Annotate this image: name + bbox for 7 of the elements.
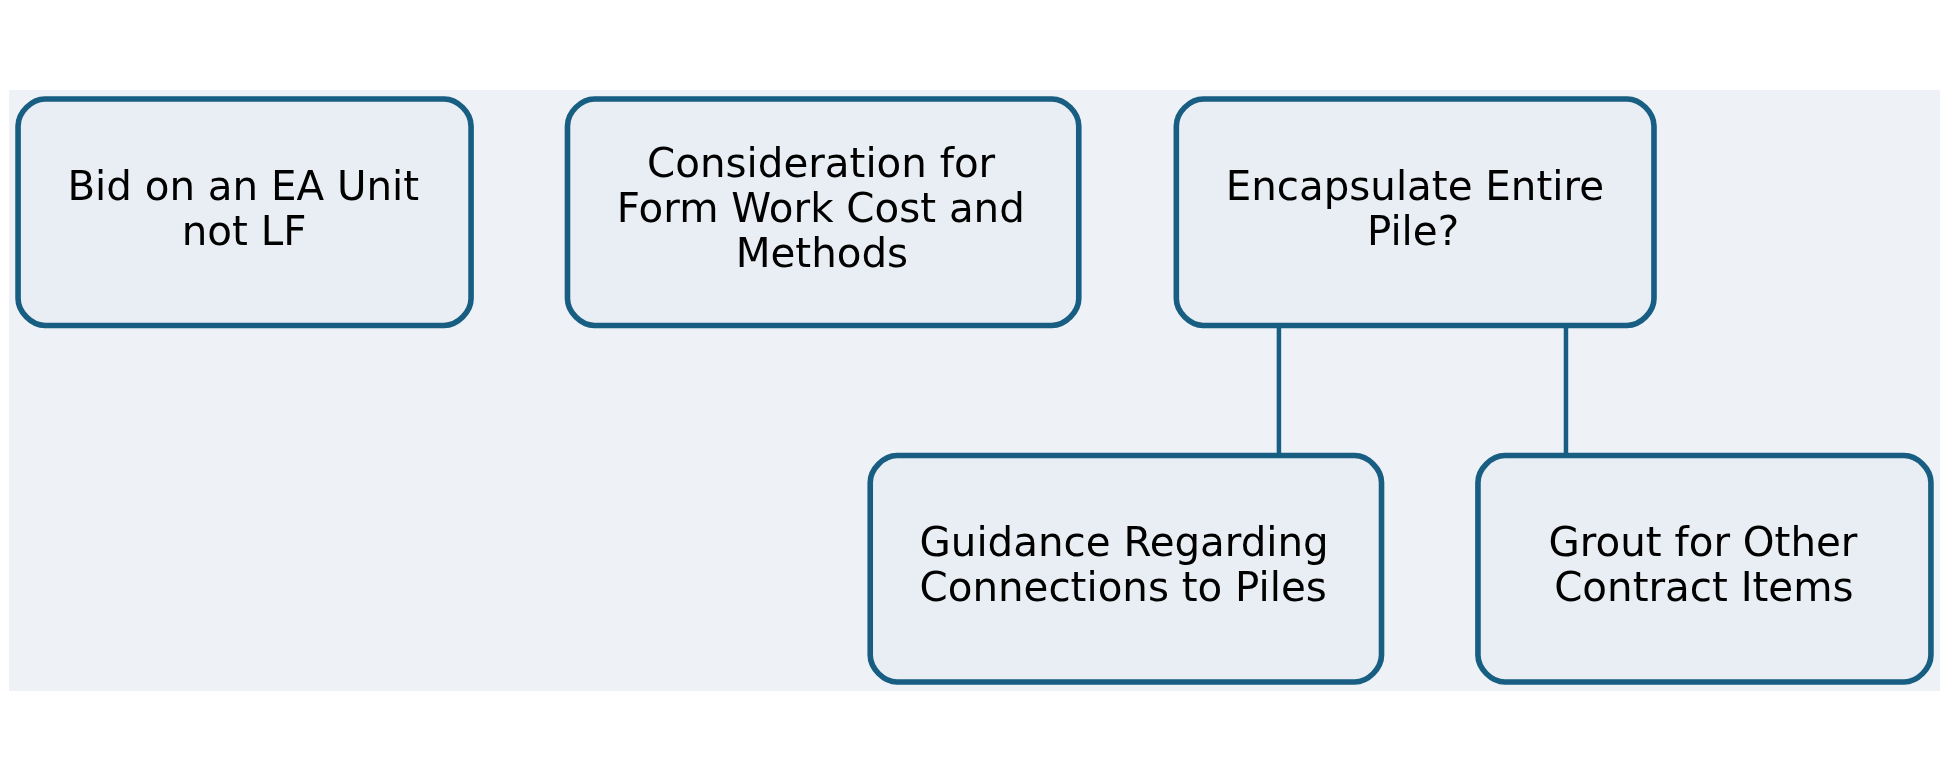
node-box: Guidance Regarding Connections to Piles (867, 452, 1385, 685)
connector (1276, 326, 1282, 456)
node-box: Bid on an EA Unit not LF (15, 96, 474, 329)
node-box: Encapsulate Entire Pile? (1173, 96, 1657, 329)
node-box: Consideration for Form Work Cost and Methods (564, 96, 1082, 329)
node-box: Grout for Other Contract Items (1475, 452, 1934, 685)
connector (1563, 326, 1569, 456)
